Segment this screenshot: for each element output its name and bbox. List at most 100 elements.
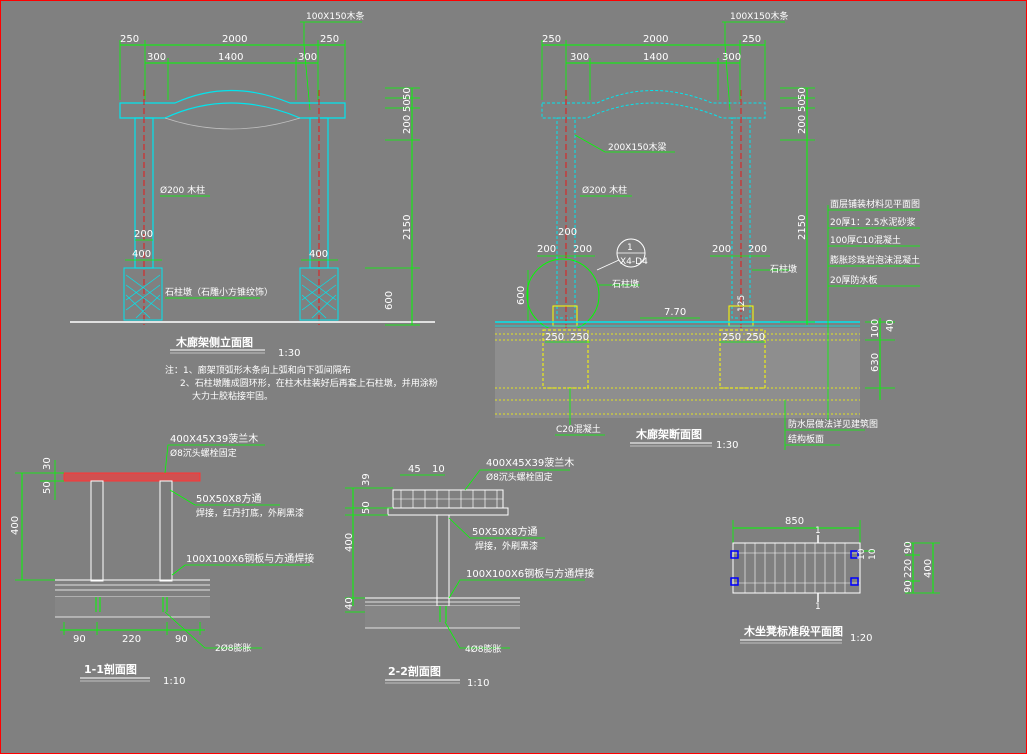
cross-mid-dim-1: 300 bbox=[570, 52, 589, 63]
cross-post-dim-right-1: 250 bbox=[722, 332, 741, 343]
sec2-sub-label: Ø8沉头螺栓固定 bbox=[486, 471, 553, 483]
cross-col-dim-left-2: 200 bbox=[573, 244, 592, 255]
side-mid-dim-3: 300 bbox=[298, 52, 317, 63]
cross-right-dim-2150: 2150 bbox=[797, 215, 808, 240]
sec2-tube-note: 焊接，外刷黑漆 bbox=[475, 540, 538, 552]
cross-col-dim-a: 200 bbox=[558, 227, 577, 238]
cross-bottom-note-2: 结构板面 bbox=[788, 433, 824, 445]
sec2-top-dim-10: 10 bbox=[432, 464, 445, 475]
sec1-bottom-dim-90a: 90 bbox=[73, 634, 86, 645]
sec2-top-label: 400X45X39菠兰木 bbox=[486, 456, 574, 469]
side-col-dim-200: 200 bbox=[134, 229, 153, 240]
side-right-dim-200: 200 bbox=[402, 115, 413, 134]
cross-right-dim-630: 630 bbox=[870, 353, 881, 372]
bench-right-dim-90b: 90 bbox=[903, 580, 914, 593]
sec2-left-dim-39: 39 bbox=[361, 473, 372, 486]
section-2-title: 2-2剖面图 bbox=[388, 664, 441, 678]
cross-beam-label: 100X150木条 bbox=[730, 10, 789, 22]
cross-col-dim-right-2: 200 bbox=[748, 244, 767, 255]
sec2-plate-label: 100X100X6钢板与方通焊接 bbox=[466, 567, 594, 580]
side-mid-dim-1: 300 bbox=[147, 52, 166, 63]
sec1-top-label: 400X45X39菠兰木 bbox=[170, 432, 258, 445]
cross-layer-note-5: 20厚防水板 bbox=[830, 274, 877, 286]
sec1-plate-label: 100X100X6钢板与方通焊接 bbox=[186, 552, 314, 565]
side-elevation-scale: 1:30 bbox=[278, 348, 300, 359]
side-right-dim-50a: 50 bbox=[402, 87, 413, 100]
cross-column-label: Ø200 木柱 bbox=[582, 184, 627, 196]
side-elevation-title: 木廊架侧立面图 bbox=[175, 335, 253, 349]
cross-section-title: 木廊架断面图 bbox=[635, 427, 702, 441]
cross-section-drawing bbox=[495, 21, 920, 450]
bench-side-dim-b: 10 bbox=[868, 548, 878, 560]
bench-right-dim-400: 400 bbox=[923, 559, 934, 578]
side-note-2: 2、石柱墩雕成圆环形，在柱木柱装好后再套上石柱墩，并用涂粉 bbox=[180, 377, 438, 389]
bench-right-dim-220: 220 bbox=[903, 559, 914, 578]
bench-width-dim: 850 bbox=[785, 516, 804, 527]
side-top-dim-2: 2000 bbox=[222, 34, 247, 45]
cross-right-dim-200: 200 bbox=[797, 115, 808, 134]
sec2-left-dim-40: 40 bbox=[344, 597, 355, 610]
sec1-tube-label: 50X50X8方通 bbox=[196, 492, 262, 505]
bench-plan-scale: 1:20 bbox=[850, 633, 872, 644]
section-1-drawing bbox=[15, 444, 310, 682]
side-base-label: 石柱墩（石雕小方锥纹饰） bbox=[165, 286, 273, 298]
section-1-scale: 1:10 bbox=[163, 676, 185, 687]
cross-section-scale: 1:30 bbox=[716, 440, 738, 451]
bench-section-mark-bottom: 1 bbox=[815, 602, 821, 612]
sec1-sub-label: Ø8沉头螺栓固定 bbox=[170, 447, 237, 459]
sec1-tube-note: 焊接，红丹打底，外刷黑漆 bbox=[196, 507, 304, 519]
cross-post-dim-left-2: 250 bbox=[570, 332, 589, 343]
cross-right-dim-100: 100 bbox=[870, 319, 881, 338]
sec2-left-dim-50: 50 bbox=[361, 501, 372, 514]
side-right-dim-2150: 2150 bbox=[402, 215, 413, 240]
cross-height-label: 125 bbox=[737, 295, 747, 312]
cross-post-dim-left-1: 250 bbox=[545, 332, 564, 343]
cross-layer-note-1: 面层铺装材料见平面图 bbox=[830, 198, 920, 210]
bench-plan-drawing bbox=[730, 520, 940, 644]
cross-beam2-label: 200X150木梁 bbox=[608, 141, 667, 153]
cross-right-dim-50b: 50 bbox=[797, 99, 808, 112]
cross-right-dim-50a: 50 bbox=[797, 87, 808, 100]
cross-top-dim-2: 2000 bbox=[643, 34, 668, 45]
cross-mid-dim-3: 300 bbox=[722, 52, 741, 63]
side-col-dim-400a: 400 bbox=[132, 249, 151, 260]
cross-post-dim-right-2: 250 bbox=[746, 332, 765, 343]
cross-layer-note-4: 膨胀珍珠岩泡沫混凝土 bbox=[830, 254, 920, 266]
side-right-dim-50b: 50 bbox=[402, 99, 413, 112]
sec1-left-dim-50: 50 bbox=[42, 481, 53, 494]
side-beam-label: 100X150木条 bbox=[306, 10, 365, 22]
sec2-top-dim-45: 45 bbox=[408, 464, 421, 475]
side-note-1: 注：1、廊架顶弧形木条向上弧和向下弧间隔布 bbox=[165, 364, 351, 376]
sec1-bottom-dim-90b: 90 bbox=[175, 634, 188, 645]
sec2-left-dim-400: 400 bbox=[344, 533, 355, 552]
sec2-tube-label: 50X50X8方通 bbox=[472, 525, 538, 538]
side-right-dim-600: 600 bbox=[384, 291, 395, 310]
cross-top-dim-3: 250 bbox=[742, 34, 761, 45]
cross-bubble-ref: X4-D4 bbox=[620, 257, 648, 267]
side-col-dim-400b: 400 bbox=[309, 249, 328, 260]
sec1-bolt-label: 2Ø8膨胀 bbox=[215, 642, 252, 654]
cross-layer-note-3: 100厚C10混凝土 bbox=[830, 234, 901, 246]
cross-col-dim-left-1: 200 bbox=[537, 244, 556, 255]
sec2-bolt-label: 4Ø8膨胀 bbox=[465, 643, 502, 655]
bench-plan-title: 木坐凳标准段平面图 bbox=[743, 624, 843, 638]
sec1-left-dim-30: 30 bbox=[42, 457, 53, 470]
side-top-dim-1: 250 bbox=[120, 34, 139, 45]
cross-right-dim-40: 40 bbox=[885, 319, 896, 332]
sec1-bottom-dim-220: 220 bbox=[122, 634, 141, 645]
bench-side-dim-a: 10 bbox=[857, 548, 867, 560]
bench-right-dim-90a: 90 bbox=[903, 541, 914, 554]
cross-small-dim: 7.70 bbox=[664, 307, 686, 318]
section-2-scale: 1:10 bbox=[467, 678, 489, 689]
side-column-label: Ø200 木柱 bbox=[160, 184, 205, 196]
cross-mid-dim-2: 1400 bbox=[643, 52, 668, 63]
cross-footing-label: C20混凝土 bbox=[556, 423, 601, 435]
section-1-title: 1-1剖面图 bbox=[84, 662, 137, 676]
bench-section-mark-top: 1 bbox=[815, 526, 821, 536]
side-note-3: 大力士胶粘接牢固。 bbox=[192, 390, 273, 402]
cross-bubble-num: 1 bbox=[627, 243, 633, 253]
section-2-drawing bbox=[345, 469, 585, 684]
cross-stone-base-left: 石柱墩 bbox=[612, 278, 639, 290]
cross-layer-note-2: 20厚1：2.5水泥砂浆 bbox=[830, 216, 916, 228]
